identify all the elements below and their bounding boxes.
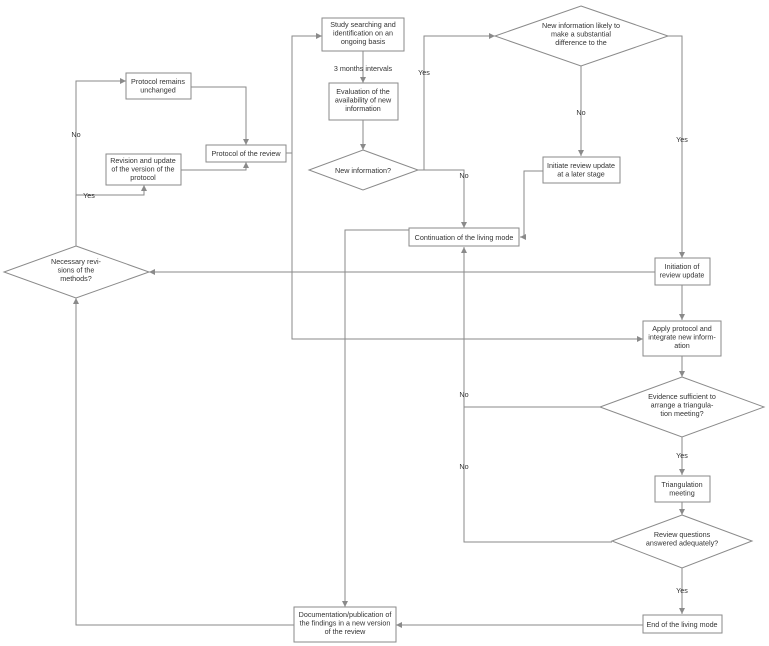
node-text-line: availability of new — [335, 96, 392, 105]
node-text-line: protocol — [130, 173, 156, 182]
edge-labels: 3 months intervals Yes No No Yes No Yes … — [71, 64, 688, 595]
node-text-line: arrange a triangula- — [651, 401, 714, 410]
edge-label-interval: 3 months intervals — [334, 64, 393, 73]
node-text-line: Necessary revi- — [51, 257, 102, 266]
node-text-line: information — [345, 104, 381, 113]
node-text: Continuation of the living mode — [415, 233, 514, 242]
node-text-line: methods? — [60, 274, 92, 283]
node-text-line: answered adequately? — [646, 539, 718, 548]
edge-label-no-new-info: No — [459, 171, 468, 180]
process-end-living: End of the living mode — [642, 614, 723, 634]
node-text-line: at a later stage — [557, 170, 605, 179]
node-text-line: unchanged — [140, 86, 176, 95]
node-text-line: Review questions — [654, 530, 711, 539]
node-text-line: ation — [674, 341, 690, 350]
node-text-line: ongoing basis — [341, 37, 386, 46]
node-text-line: Apply protocol and — [652, 324, 712, 333]
edge-label-yes-revision: Yes — [83, 191, 95, 200]
edge-label-yes-questions: Yes — [676, 586, 688, 595]
edge-label-no-evidence: No — [459, 390, 468, 399]
node-text-line: tion meeting? — [660, 409, 703, 418]
node-text-line: Triangulation — [661, 480, 702, 489]
edge-label-no-substantial: No — [576, 108, 585, 117]
node-text: Protocol of the review — [211, 149, 281, 158]
node-text-line: meeting — [669, 489, 695, 498]
node-text-line: Study searching and — [330, 20, 396, 29]
edge-label-no-questions: No — [459, 462, 468, 471]
node-text-line: Continuation of the living mode — [415, 233, 514, 242]
edge-label-yes-initiation: Yes — [676, 135, 688, 144]
node-text: End of the living mode — [646, 620, 717, 629]
node-text-line: Protocol remains — [131, 77, 185, 86]
edge-label-yes-substantial: Yes — [418, 68, 430, 77]
node-text-line: of the review — [325, 627, 367, 636]
node-text-line: Protocol of the review — [211, 149, 281, 158]
edge-label-no-unchanged: No — [71, 130, 80, 139]
process-continuation: Continuation of the living mode — [408, 227, 520, 247]
node-text-line: sions of the — [58, 266, 95, 275]
node-text-line: Evaluation of the — [336, 87, 390, 96]
connectors — [73, 33, 685, 628]
edge-label-yes-evidence: Yes — [676, 451, 688, 460]
node-text-line: New information likely to — [542, 21, 620, 30]
node-text-line: Evidence sufficient to — [648, 392, 716, 401]
node-text-line: Initiate review update — [547, 161, 615, 170]
node-text-line: integrate new inform- — [648, 333, 716, 342]
decision-new-information: New information? — [307, 149, 420, 191]
node-text-line: New information? — [335, 166, 391, 175]
node-text-line: difference to the — [555, 38, 606, 47]
node-text-line: Documentation/publication of — [299, 610, 392, 619]
node-text: New information? — [335, 166, 391, 175]
node-text-line: identification on an — [333, 29, 393, 38]
process-protocol-review: Protocol of the review — [205, 144, 287, 163]
node-text-line: review update — [660, 271, 705, 280]
node-text-line: Initiation of — [665, 262, 700, 271]
node-text-line: Revision and update — [110, 156, 176, 165]
node-text-line: the findings in a new version — [300, 619, 391, 628]
node-text-line: of the version of the — [111, 165, 174, 174]
node-text-line: make a substantial — [551, 30, 611, 39]
node-text-line: End of the living mode — [646, 620, 717, 629]
